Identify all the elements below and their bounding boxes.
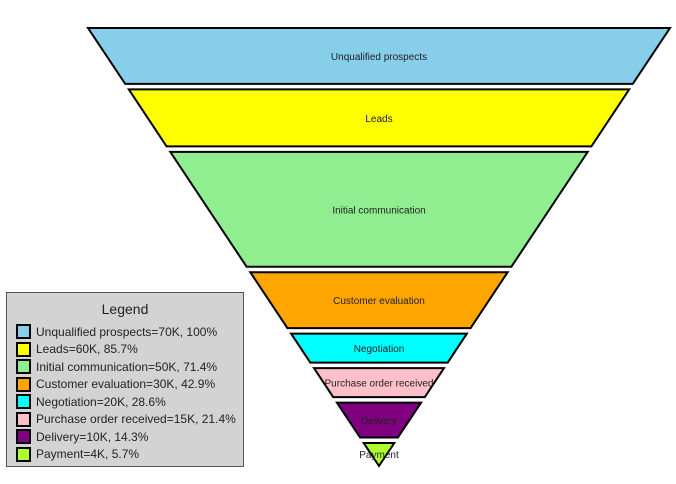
funnel-label-initial-communication: Initial communication [332,205,425,216]
funnel-label-delivery: Delivery [361,416,397,427]
legend-swatch [16,446,31,462]
legend-items: Unqualified prospects=70K, 100% Leads=60K… [7,323,243,463]
legend-item: Delivery=10K, 14.3% [7,428,243,446]
funnel-segment-payment [361,442,397,468]
funnel-label-payment: Payment [359,450,399,461]
funnel-segment-negotiation [289,332,469,364]
legend-swatch [16,341,31,357]
legend-label: Delivery=10K, 14.3% [36,429,149,444]
funnel-segment-customer-evaluation [248,271,510,330]
legend-label: Payment=4K, 5.7% [36,447,140,462]
legend-swatch [16,411,31,427]
legend-label: Unqualified prospects=70K, 100% [36,324,218,339]
funnel-label-leads: Leads [365,114,392,125]
legend-item: Negotiation=20K, 28.6% [7,393,243,411]
legend-item: Payment=4K, 5.7% [7,446,243,464]
legend-swatch [16,324,31,340]
legend-label: Leads=60K, 85.7% [36,342,138,357]
legend-label: Purchase order received=15K, 21.4% [36,412,236,427]
legend-swatch [16,359,31,375]
funnel-label-purchase-order-received: Purchase order received [325,379,434,390]
funnel-segment-purchase-order-received [312,367,446,399]
legend-label: Customer evaluation=30K, 42.9% [36,377,216,392]
legend-label: Initial communication=50K, 71.4% [36,359,218,374]
funnel-segment-leads [126,88,632,148]
funnel-label-negotiation: Negotiation [354,344,405,355]
funnel-label-customer-evaluation: Customer evaluation [333,296,425,307]
legend-label: Negotiation=20K, 28.6% [36,394,166,409]
legend-item: Customer evaluation=30K, 42.9% [7,376,243,394]
funnel-segment-initial-communication [168,150,590,268]
legend-item: Unqualified prospects=70K, 100% [7,323,243,341]
legend-item: Purchase order received=15K, 21.4% [7,411,243,429]
funnel-label-unqualified-prospects: Unqualified prospects [331,52,427,63]
legend-swatch [16,429,31,445]
legend-item: Initial communication=50K, 71.4% [7,358,243,376]
funnel-segment-unqualified-prospects [86,27,672,85]
legend-swatch [16,376,31,392]
legend-item: Leads=60K, 85.7% [7,341,243,359]
funnel-segment-delivery [335,401,423,439]
legend-swatch [16,394,31,410]
legend-title: Legend [101,301,149,317]
legend: Legend Unqualified prospects=70K, 100% Le… [6,292,244,467]
